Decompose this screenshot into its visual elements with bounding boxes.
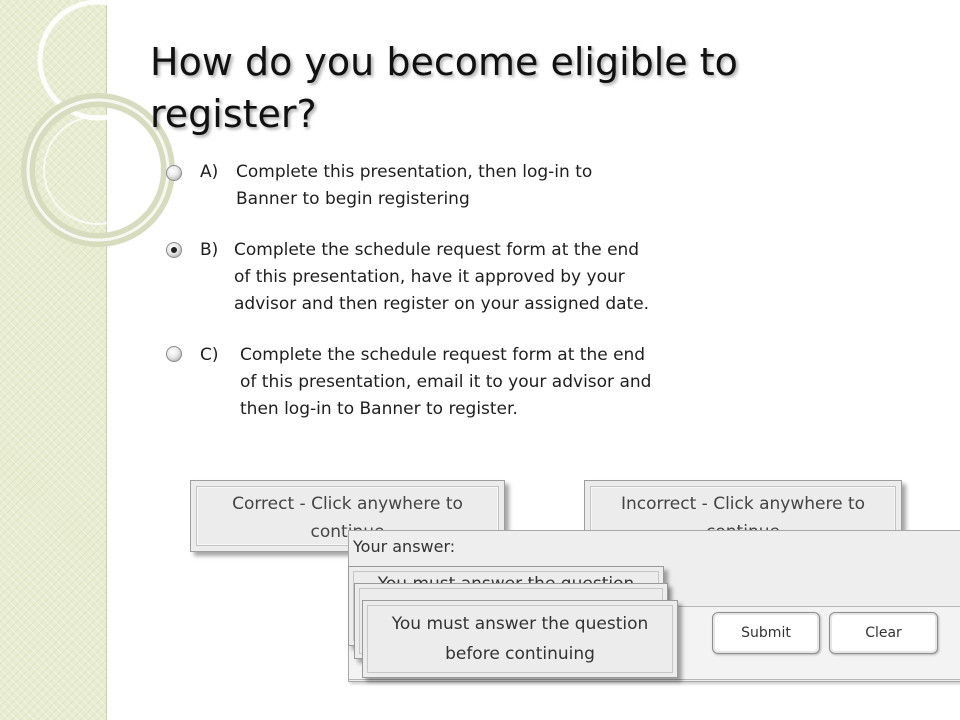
warning-message-front[interactable]: You must answer the question before cont…	[362, 600, 678, 678]
warning-text-line1: You must answer the question	[391, 614, 649, 634]
option-a-text: Complete this presentation, then log-in …	[236, 159, 592, 213]
option-c-line: Complete the schedule request form at th…	[240, 345, 646, 365]
feedback-inner-border	[196, 486, 499, 546]
option-a-line: Banner to begin registering	[236, 189, 470, 209]
option-c-text: Complete the schedule request form at th…	[240, 342, 651, 423]
warning-inner-border	[367, 605, 673, 673]
answer-label: Your answer:	[353, 537, 456, 556]
option-b-line: advisor and then register on your assign…	[234, 294, 650, 314]
option-a-letter: A)	[200, 162, 219, 182]
clear-button[interactable]: Clear	[829, 612, 938, 654]
submit-button[interactable]: Submit	[712, 612, 820, 654]
option-a-line: Complete this presentation, then log-in …	[236, 162, 593, 182]
option-c-letter: C)	[200, 345, 219, 365]
slide-title: How do you become eligible to register?	[150, 40, 738, 136]
radio-option-b[interactable]	[166, 242, 182, 258]
option-c-line: then log-in to Banner to register.	[240, 399, 518, 419]
option-c-line: of this presentation, email it to your a…	[240, 372, 652, 392]
option-b-text: Complete the schedule request form at th…	[234, 237, 649, 318]
radio-option-c[interactable]	[166, 346, 182, 362]
option-b-line: Complete the schedule request form at th…	[234, 240, 640, 260]
option-b-line: of this presentation, have it approved b…	[234, 267, 625, 287]
radio-option-a[interactable]	[166, 165, 182, 181]
warning-text-line2: before continuing	[445, 644, 595, 664]
option-b-letter: B)	[200, 240, 219, 260]
